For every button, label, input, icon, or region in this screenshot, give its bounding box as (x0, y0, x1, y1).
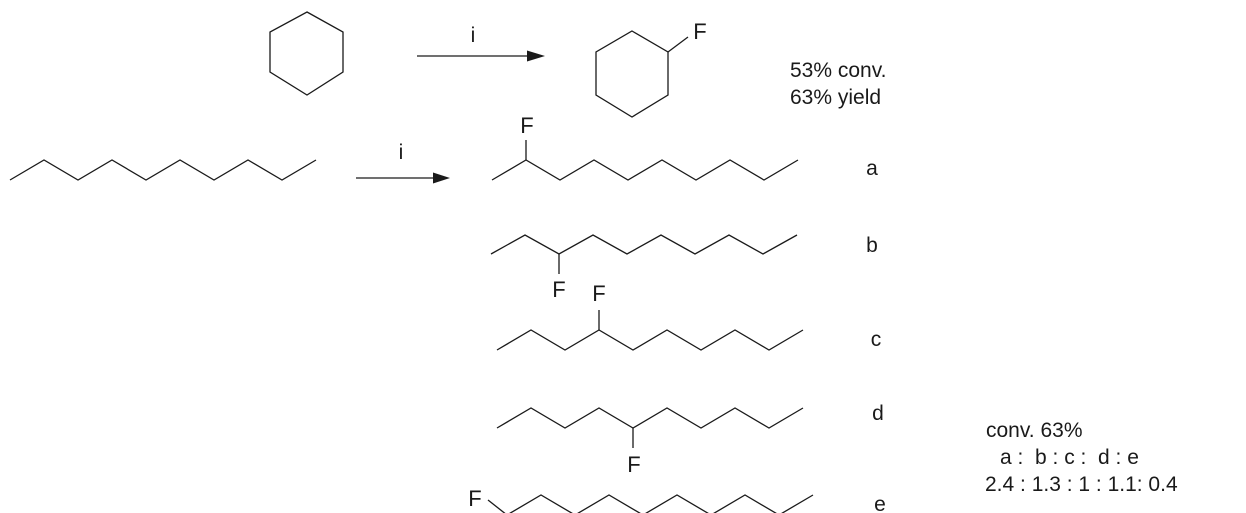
product-e-structure: F (468, 486, 814, 513)
product-c-label: c (871, 328, 882, 351)
fluorine-atom-label: F (592, 281, 605, 306)
fluorine-atom-label: F (693, 19, 706, 44)
reaction1-conversion: 53% conv. (790, 59, 887, 82)
product-b-label: b (866, 234, 878, 257)
cyclohexane-ring (269, 11, 344, 96)
decane-chain (9, 159, 317, 181)
product-e-label: e (874, 493, 886, 513)
fluorocyclohexane-ring (595, 30, 669, 118)
fluorine-atom-label: F (552, 277, 565, 302)
reaction1-arrow (417, 50, 545, 62)
fluorine-atom-label: F (520, 113, 533, 138)
product-a-label: a (866, 157, 878, 180)
reaction2-ratio-values: 2.4 : 1.3 : 1 : 1.1: 0.4 (985, 473, 1178, 496)
c-f-bond (667, 36, 689, 53)
reaction1-yield: 63% yield (790, 86, 881, 109)
reaction2-ratio-header: a : b : c : d : e (1000, 446, 1139, 469)
product-a-structure: F (491, 113, 799, 181)
product-c-structure: F (496, 281, 804, 351)
fluorine-atom-label: F (627, 452, 640, 477)
reaction2-reagent-label: i (399, 141, 404, 164)
product-d-label: d (872, 402, 884, 425)
product-b-structure: F (490, 234, 798, 302)
reaction2-conversion: conv. 63% (986, 419, 1083, 442)
reaction1-reagent-label: i (471, 24, 476, 47)
fluorine-atom-label: F (468, 486, 481, 511)
product-d-structure: F (496, 407, 804, 477)
reaction2-arrow (356, 172, 450, 184)
fluorocyclohexane: F (595, 19, 707, 118)
